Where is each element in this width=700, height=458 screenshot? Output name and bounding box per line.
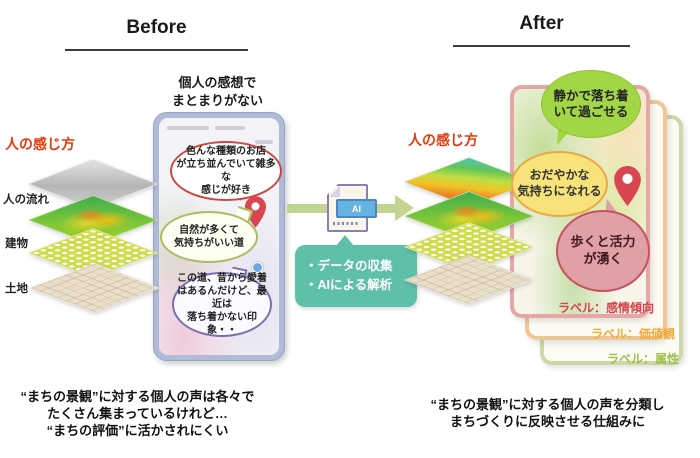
after-feel-label: 人の感じ方 [408,132,478,148]
bubble-line: 色んな種類のお店 [186,146,266,157]
document-fold [329,186,340,197]
process-step-analyze: ・AIによる解析 [305,278,393,292]
before-layer-land [29,263,161,313]
bubble-line: 静かで落ち着 [553,88,629,103]
before-layer-label-people-flow: 人の流れ [3,194,49,206]
process-step-collect: ・データの収集 [305,258,393,273]
after-caption: “まちの景観”に対する個人の声を分類し まちづくりに反映させる仕組みに [415,397,680,431]
before-note-line1: 個人の感想で [178,75,257,90]
after-label-attribute: ラベル：属性 [607,352,680,366]
after-title: After [519,13,564,34]
map-label-scribble [167,126,209,130]
after-bubble-gentle: おだやかな 気持ちになれる [511,151,608,217]
before-bubble-shops: 色んな種類のお店 が立ち並んでいて雑多な 感じが好き [170,141,282,201]
bubble-line: 感じが好き [201,185,251,196]
after-caption-line2: まちづくりに反映させる仕組みに [449,413,645,429]
before-note-line2: まとまりがない [171,92,263,108]
before-note: 個人の感想で まとまりがない [155,74,280,109]
bubble-line: はあるんだけど、最近は [177,286,267,310]
bubble-line: この道、昔から愛着 [177,273,267,284]
before-feel-label: 人の感じ方 [5,136,75,152]
map-marker-dot-icon [252,262,263,273]
after-bubble-calm: 静かで落ち着 いて過ごせる [541,70,641,138]
before-caption-line1: “まちの景観”に対する個人の声は各々で [20,389,255,404]
bubble-line: 気持ちになれる [517,184,602,198]
before-bubble-attachment: この道、昔から愛着 はあるんだけど、最近は 落ち着かない印象・・ [172,272,272,337]
bubble-line: 落ち着かない印象・・ [187,312,257,336]
before-caption-line3: “まちの評価”に活かされにくい [46,422,229,438]
before-title: Before [126,17,187,38]
before-title-underline [65,49,248,51]
map-label-scribble [215,126,245,130]
bubble-line: おだやかな [529,168,590,183]
process-callout-tip [336,235,354,246]
map-label-scribble [255,140,273,144]
after-label-values: ラベル：価値観 [591,327,676,341]
before-layer-label-buildings: 建物 [5,238,28,250]
after-label-emotion: ラベル：感情傾向 [558,301,655,315]
after-caption-line1: “まちの景観”に対する個人の声を分類し [430,397,665,412]
after-title-underline [453,45,630,47]
bubble-line: が湧く [583,251,623,266]
bubble-line: いて過ごせる [553,105,629,119]
document-text-dots [333,222,359,225]
ai-badge: AI [336,199,377,218]
bubble-line: 歩くと活力 [570,234,636,250]
before-bubble-nature: 自然が多くて 気持ちがいい道 [160,211,258,263]
bubble-line: 気持ちがいい道 [174,238,244,249]
before-caption: “まちの景観”に対する個人の声は各々で たくさん集まっているけれど… “まちの評… [5,389,270,440]
bubble-line: 自然が多くて [179,225,239,236]
process-callout: ・データの収集 ・AIによる解析 [295,245,417,307]
bubble-line: が立ち並んでいて雑多な [176,159,276,183]
before-layer-label-land: 土地 [5,283,28,295]
after-bubble-vitality: 歩くと活力 が湧く [556,210,650,292]
before-caption-line2: たくさん集まっているけれど… [47,405,228,421]
before-map-pin-icon [245,196,266,233]
after-map-pin-icon [614,166,641,211]
